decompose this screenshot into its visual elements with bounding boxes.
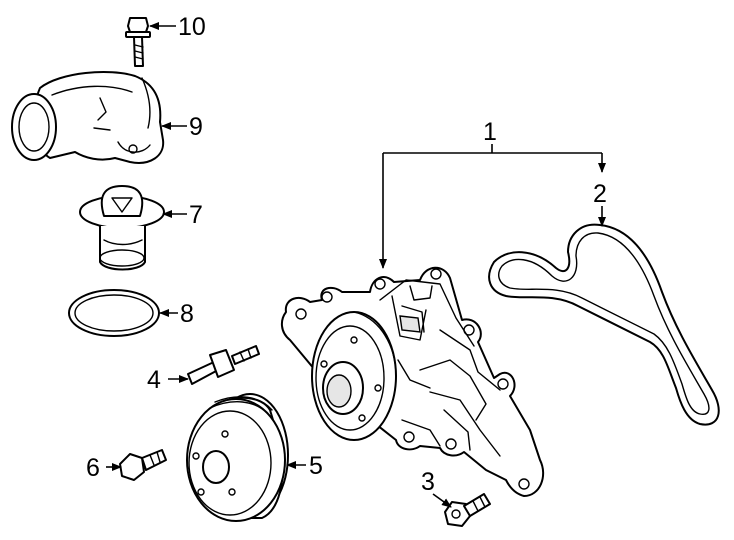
leader-1-bracket — [383, 144, 602, 154]
callout-4: 4 — [147, 366, 161, 394]
part-6-bolt — [119, 449, 167, 481]
leader-3 — [432, 493, 452, 508]
part-8-gasket — [68, 289, 160, 337]
callout-9: 9 — [189, 113, 203, 141]
part-3-bolt — [444, 493, 491, 527]
part-9-thermostat-housing — [11, 71, 165, 164]
callout-1: 1 — [483, 118, 497, 146]
callout-3: 3 — [421, 468, 435, 496]
callout-2: 2 — [593, 180, 607, 208]
part-1-water-pump — [280, 266, 545, 497]
callout-labels: 1 2 3 4 5 6 7 8 9 10 — [86, 13, 607, 496]
part-5-pulley — [186, 393, 289, 522]
part-10-bolt — [125, 17, 151, 67]
leader-lines — [106, 22, 606, 508]
callout-6: 6 — [86, 454, 100, 482]
part-4-stud — [187, 345, 260, 385]
part-2-belt — [488, 223, 720, 426]
callout-10: 10 — [178, 13, 206, 41]
callout-8: 8 — [180, 300, 194, 328]
callout-7: 7 — [189, 201, 203, 229]
callout-5: 5 — [309, 452, 323, 480]
part-7-thermostat — [79, 185, 165, 271]
